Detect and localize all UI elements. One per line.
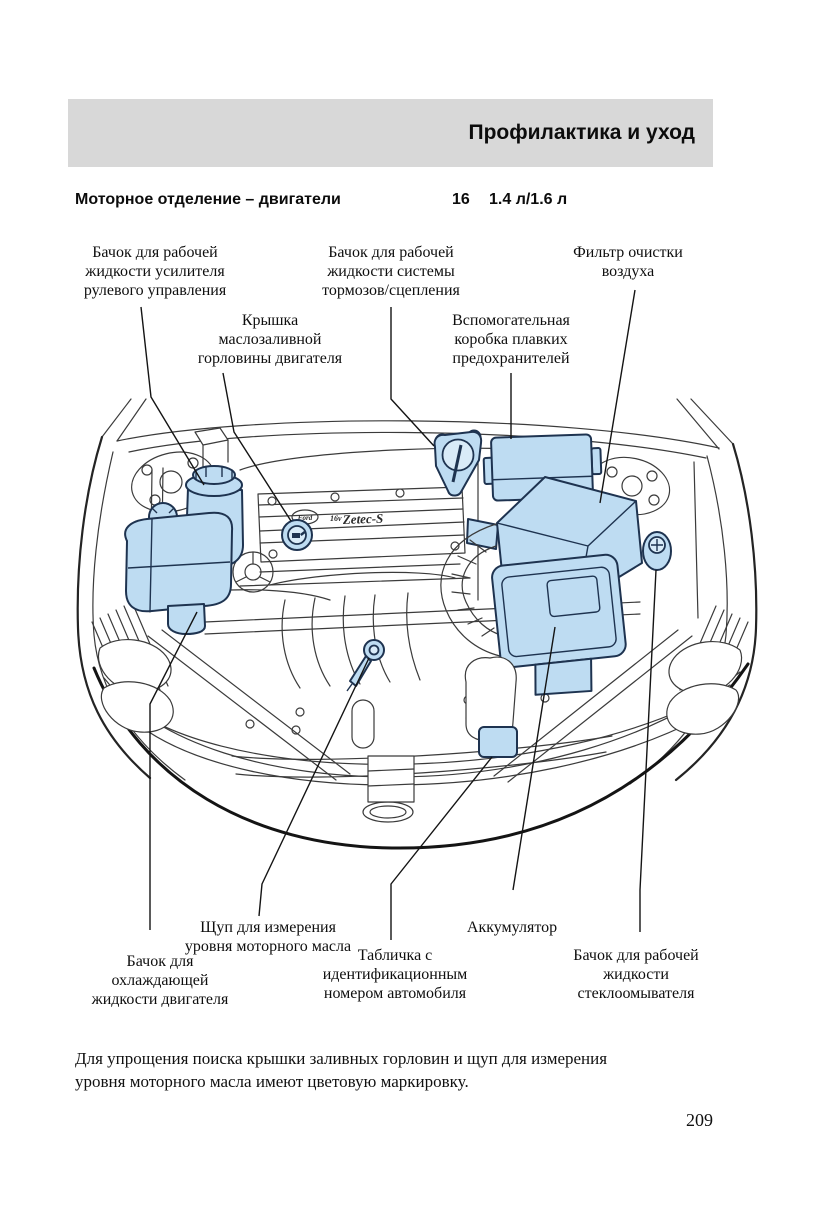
callout-battery: Аккумулятор [466,919,558,936]
page-subheader: Моторное отделение – двигатели 16 1.4 л/… [0,191,840,213]
callout-brake-clutch: Бачок для рабочей жидкости системы тормо… [322,244,460,299]
bottle-outline [464,656,517,742]
subheader-engines: 1.4 л/1.6 л [489,191,568,208]
washer-cap-highlight [642,531,672,571]
intake-hose [440,523,505,657]
engine-badge-text: Zetec-S [342,511,384,527]
callout-fuse-box: Вспомогательная коробка плавких предохра… [452,312,570,367]
car-body-outline [76,398,758,850]
callout-coolant: Бачок для охлаждающей жидкости двигателя [91,953,229,1008]
engine-bay-illustration: Ford 16v Zetec-S [76,289,758,940]
callout-air-filter: Фильтр очистки воздуха [573,244,683,280]
coolant-tank-highlight [124,502,234,635]
callout-power-steering: Бачок для рабочей жидкости усилителя рул… [83,244,227,299]
section-title: Профилактика и уход [468,121,696,144]
brand-badge-text: Ford [298,514,313,522]
subheader-topic: Моторное отделение – двигатели [75,191,341,208]
section-header-band: Профилактика и уход [68,99,713,167]
vin-plate-highlight [478,726,518,758]
callout-dipstick: Щуп для измерения уровня моторного масла [184,919,352,955]
oil-filler-cap-highlight [281,519,313,551]
brake-reservoir-highlight [433,429,483,497]
subheader-number: 16 [452,191,470,208]
engine-badge-prefix: 16v [330,514,342,523]
callout-vin-plate: Табличка с идентификационным номером авт… [322,947,468,1002]
callout-washer: Бачок для рабочей жидкости стеклоомывате… [573,947,699,1002]
front-structure [91,461,749,803]
leader-lines [140,289,657,940]
callout-oil-filler-cap: Крышка маслозаливной горловины двигателя [197,312,343,367]
footer-note: Для упрощения поиска крышки заливных гор… [75,1049,608,1091]
battery-highlight [491,553,627,696]
page-number: 209 [686,1110,713,1130]
